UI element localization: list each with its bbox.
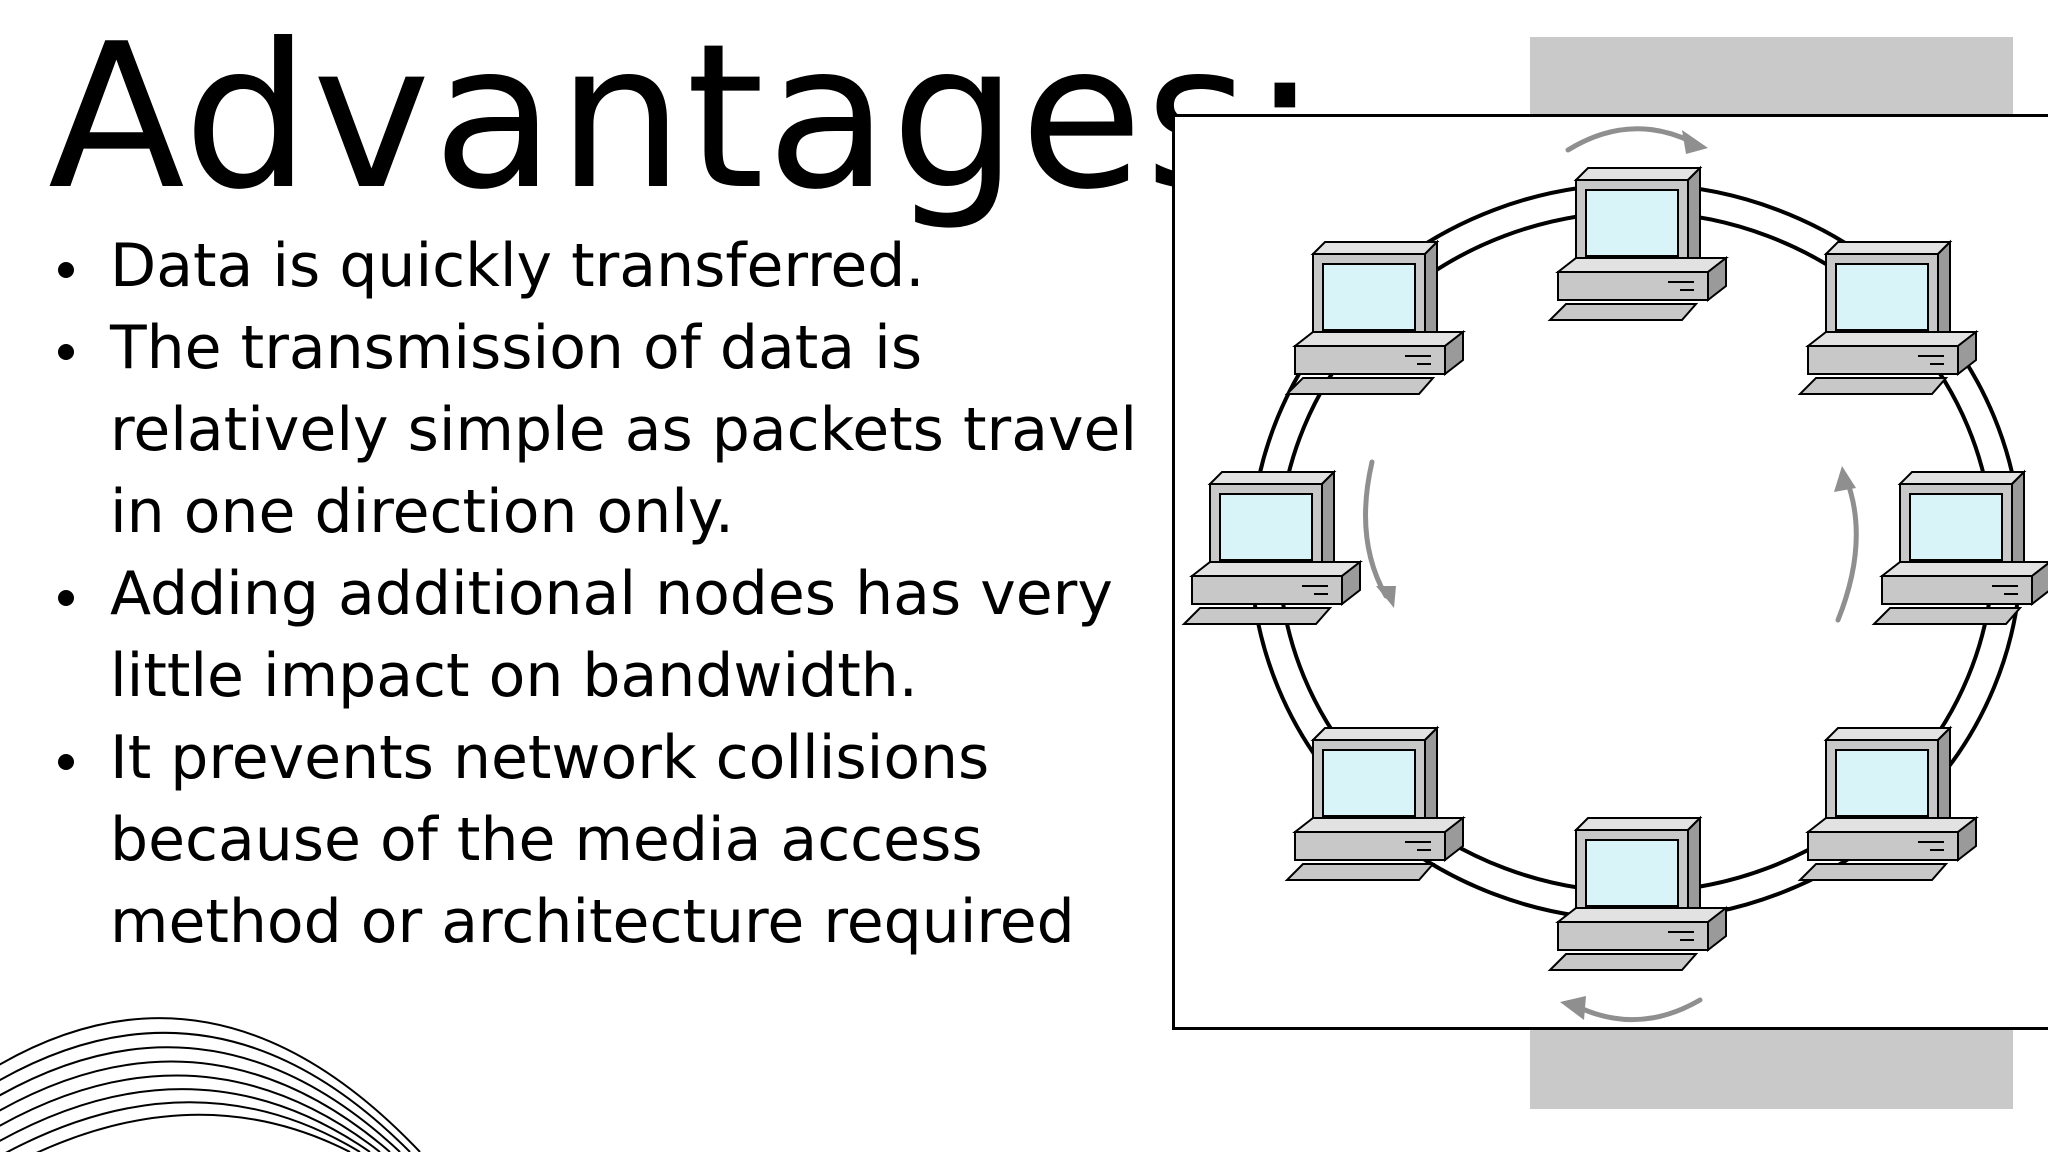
slide-title: Advantages: — [48, 1, 1321, 234]
direction-arrow-icon — [1835, 475, 1859, 623]
computer-node-icon — [1873, 471, 2048, 625]
bullet-item: The transmission of data is relatively s… — [50, 307, 1170, 553]
decorative-arcs — [0, 1017, 421, 1152]
computer-node-icon — [1799, 241, 1977, 395]
computer-node-icon — [1549, 167, 1727, 321]
computer-node-icon — [1799, 727, 1977, 881]
computer-node-icon — [1286, 727, 1464, 881]
bullet-item: Adding additional nodes has very little … — [50, 553, 1170, 717]
advantages-list: Data is quickly transferred. The transmi… — [50, 225, 1170, 963]
computer-node-icon — [1183, 471, 1361, 625]
computer-node-icon — [1286, 241, 1464, 395]
bullet-item: It prevents network collisions because o… — [50, 717, 1170, 963]
direction-arrow-icon — [1363, 459, 1389, 599]
bullet-item: Data is quickly transferred. — [50, 225, 1170, 307]
direction-arrow-icon — [1573, 997, 1703, 1023]
computer-node-icon — [1549, 817, 1727, 971]
direction-arrow-icon — [1565, 126, 1695, 153]
